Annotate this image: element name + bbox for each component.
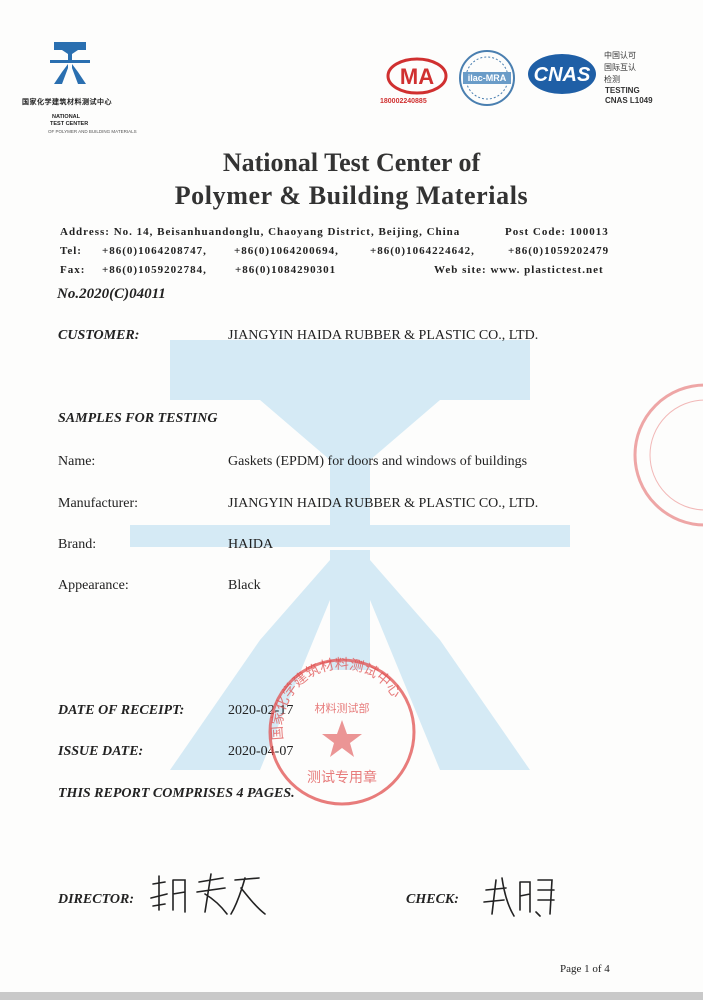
cma-number: 180002240885 [380,98,427,105]
center-name-en-2: TEST CENTER [50,121,89,127]
checker-signature-icon [483,877,555,917]
fax-number-1: +86(0)1059202784, [102,264,207,276]
manufacturer-label: Manufacturer: [58,496,139,511]
post-code: Post Code: 100013 [505,226,609,238]
appearance-label: Appearance: [58,578,129,593]
customer-value: JIANGYIN HAIDA RUBBER & PLASTIC CO., LTD… [228,328,539,343]
svg-text:ilac-MRA: ilac-MRA [468,73,507,83]
scan-bottom-edge [0,992,703,1000]
svg-text:CNAS: CNAS [534,64,591,86]
receipt-date-value: 2020-02-17 [228,703,294,718]
address: Address: No. 14, Beisanhuandonglu, Chaoy… [60,226,461,238]
appearance-value: Black [228,578,261,593]
tel-number-1: +86(0)1064208747, [102,245,207,257]
svg-text:MA: MA [400,64,434,89]
fax-number-2: +86(0)1084290301 [235,264,337,276]
cnas-cn-line-2: 国际互认 [604,63,636,72]
svg-text:国家化学建筑材料测试中心: 国家化学建筑材料测试中心 [269,657,404,741]
cnas-cn-line-3: 检测 [604,75,620,84]
director-signature-icon [150,873,266,915]
ilac-mra-logo-icon: ilac-MRA [459,50,515,106]
brand-value: HAIDA [228,537,274,552]
page-number: Page 1 of 4 [560,963,610,975]
tel-number-3: +86(0)1064224642, [370,245,475,257]
receipt-date-label: DATE OF RECEIPT: [58,703,185,718]
seal-text: 国家化学建筑材料测试中心 [269,657,404,741]
cnas-cn-line-1: 中国认可 [604,51,636,60]
watermark-logo [130,340,570,770]
official-seal-icon: 国家化学建筑材料测试中心 材料测试部 测试专用章 [268,657,416,806]
sample-name-value: Gaskets (EPDM) for doors and windows of … [228,454,528,469]
fax-label: Fax: [60,264,86,276]
cnas-testing: TESTING [605,86,640,95]
center-name-en-1: NATIONAL [52,114,81,120]
sample-name-label: Name: [58,454,96,469]
page-count-statement: THIS REPORT COMPRISES 4 PAGES. [58,786,295,801]
seal-sub-text: 材料测试部 [315,701,370,715]
customer-label: CUSTOMER: [58,328,140,343]
edge-seal-icon [633,383,703,527]
report-number: No.2020(C)04011 [57,286,166,302]
manufacturer-value: JIANGYIN HAIDA RUBBER & PLASTIC CO., LTD… [228,496,539,511]
page-title-line-2: Polymer & Building Materials [174,181,529,210]
center-name-en-3: OF POLYMER AND BUILDING MATERIALS [48,129,137,134]
issue-date-value: 2020-04-07 [228,744,294,759]
tel-number-2: +86(0)1064200694, [234,245,339,257]
brand-label: Brand: [58,537,97,552]
seal-bottom-text: 测试专用章 [307,769,377,786]
page-title-line-1: National Test Center of [222,148,481,177]
samples-heading: SAMPLES FOR TESTING [58,411,218,426]
cnas-logo-icon: CNAS [528,54,596,94]
cma-logo-icon: MA [386,57,448,95]
check-label: CHECK: [406,892,459,907]
ntc-logo-icon [50,42,90,84]
website: Web site: www. plastictest.net [434,264,604,276]
tel-label: Tel: [60,245,82,257]
cnas-id: CNAS L1049 [605,96,653,105]
issue-date-label: ISSUE DATE: [58,744,144,759]
director-label: DIRECTOR: [58,892,134,907]
tel-number-4: +86(0)1059202479 [508,245,610,257]
center-name-cn: 国家化学建筑材料测试中心 [22,98,112,106]
